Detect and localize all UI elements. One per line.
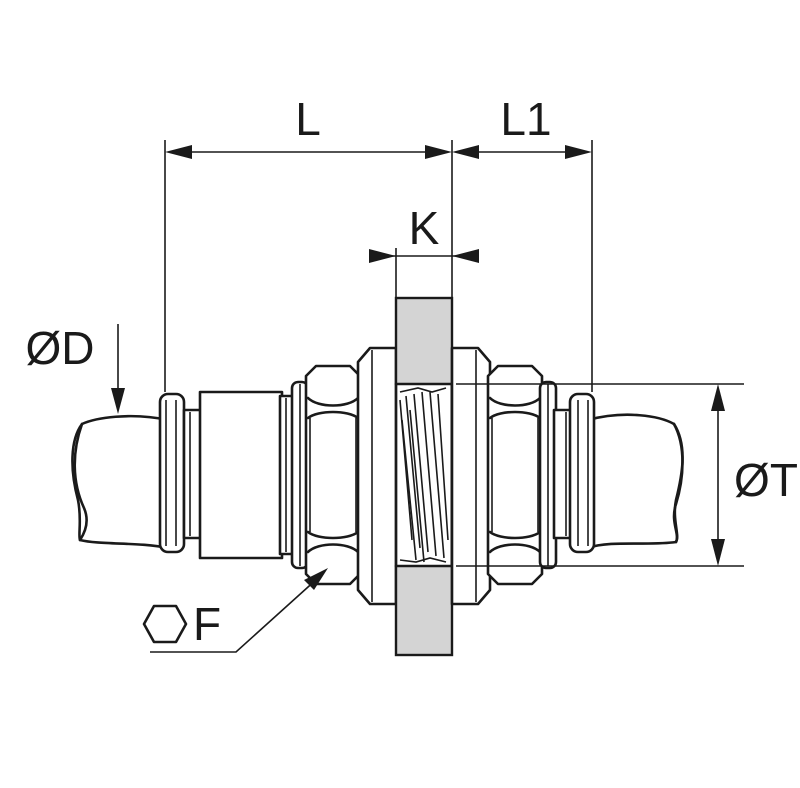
- dimension-d-label: ØD: [26, 322, 95, 374]
- dimension-d: ØD: [26, 322, 125, 414]
- dimension-k: K: [369, 202, 479, 298]
- right-panel-nut: [450, 346, 492, 606]
- dimension-l1: L1: [452, 93, 593, 392]
- dimension-f-label: F: [193, 598, 221, 650]
- dimension-f: F: [142, 568, 328, 653]
- left-collet: [158, 392, 204, 554]
- right-collet: [552, 392, 596, 554]
- left-hex-nut: [304, 364, 362, 586]
- thread-lines: [399, 387, 449, 563]
- left-body-hex: [356, 346, 398, 606]
- left-body: [198, 390, 296, 560]
- dimension-l1-label: L1: [500, 93, 551, 145]
- dimension-k-label: K: [409, 202, 440, 254]
- left-oring: [290, 380, 310, 570]
- dimension-l: L: [164, 93, 453, 392]
- right-hex-nut: [486, 364, 544, 586]
- dimension-t: ØT: [456, 383, 798, 567]
- hexagon-icon: [142, 604, 188, 644]
- dimension-l-label: L: [295, 93, 321, 145]
- dimension-t-label: ØT: [734, 454, 798, 506]
- right-tube: [586, 413, 684, 550]
- panel: [394, 296, 454, 657]
- left-tube: [71, 414, 170, 550]
